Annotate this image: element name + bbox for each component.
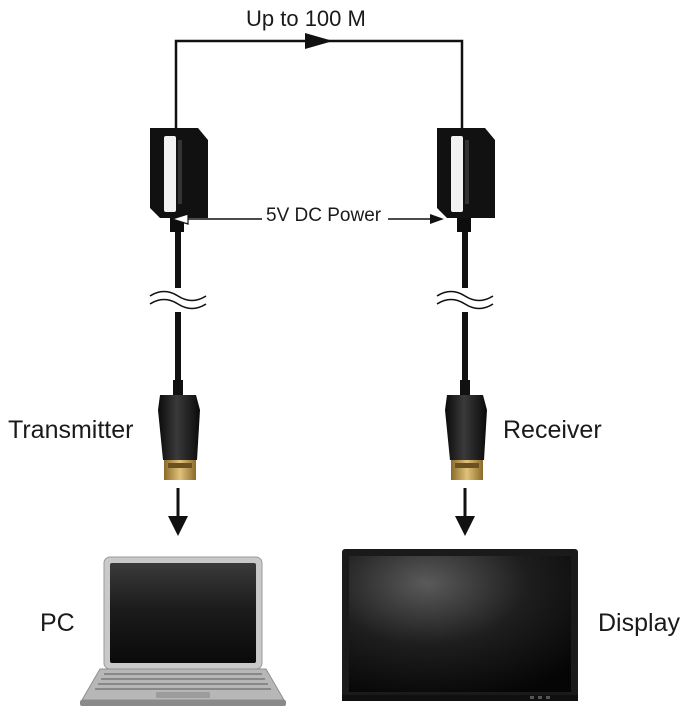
down-arrow-left-icon <box>168 488 188 536</box>
cable-break-left-icon <box>149 290 207 310</box>
link-line <box>174 39 464 128</box>
transmitter-label: Transmitter <box>8 416 134 444</box>
power-arrow-right-icon <box>430 214 444 224</box>
cable-break-right-icon <box>436 290 494 310</box>
pc-label: PC <box>40 609 75 637</box>
receiver-unit <box>437 128 495 232</box>
display-monitor-icon <box>342 549 578 701</box>
transmitter-unit <box>150 128 208 232</box>
distance-label: Up to 100 M <box>246 6 366 31</box>
down-arrow-right-icon <box>455 488 475 536</box>
link-arrow-icon <box>305 33 333 49</box>
receiver-hdmi-plug <box>445 380 487 480</box>
transmitter-hdmi-plug <box>158 380 200 480</box>
power-label: 5V DC Power <box>262 205 386 227</box>
power-arrow-left-icon <box>169 213 189 225</box>
display-label: Display <box>598 609 680 637</box>
receiver-label: Receiver <box>503 416 602 444</box>
laptop-icon <box>80 556 286 706</box>
